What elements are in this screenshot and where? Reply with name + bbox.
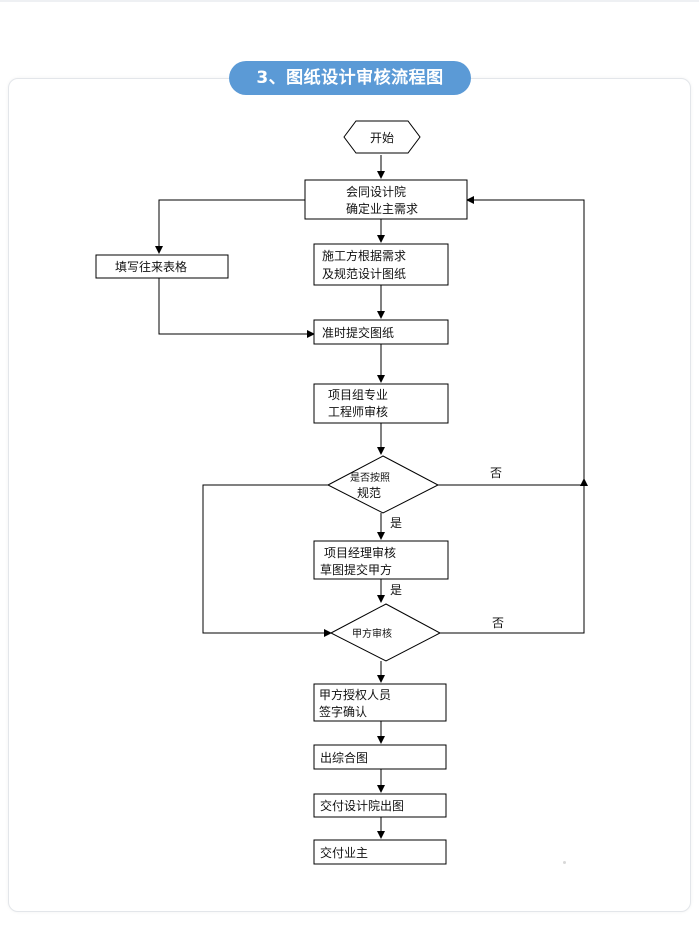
node-label: 填写往来表格 [115, 259, 187, 274]
node-label: 交付设计院出图 [320, 798, 404, 813]
node-label: 是否按照 [350, 471, 390, 484]
process-box [313, 793, 447, 818]
process-box [313, 243, 449, 286]
node-label: 及规范设计图纸 [322, 266, 406, 281]
decision-node [329, 603, 442, 662]
branch-label: 是 [390, 516, 402, 530]
process-box [304, 179, 468, 220]
decision-node [326, 455, 440, 514]
process-box [313, 383, 449, 424]
stray-dot [563, 861, 566, 864]
connector [440, 478, 588, 634]
process-box [313, 839, 447, 865]
process-box [313, 744, 447, 770]
branch-label: 否 [492, 616, 504, 630]
branch-label: 是 [390, 583, 402, 597]
top-divider [0, 0, 699, 2]
node-label: 项目经理审核 [324, 545, 396, 560]
node-label: 开始 [370, 131, 394, 145]
node-label: 项目组专业 [328, 387, 388, 402]
node-label: 规范 [357, 485, 381, 500]
connector [158, 278, 315, 338]
process-box [95, 254, 229, 279]
connector [438, 196, 585, 486]
branch-label: 否 [490, 466, 502, 480]
process-box [313, 683, 447, 722]
node-label: 工程师审核 [328, 404, 388, 419]
node-label: 施工方根据需求 [322, 248, 406, 263]
process-box [313, 319, 449, 345]
node-label: 甲方审核 [352, 627, 392, 640]
connector [155, 199, 305, 254]
start-node [343, 120, 421, 154]
node-label: 会同设计院 [346, 185, 406, 199]
node-label: 确定业主需求 [346, 201, 418, 216]
node-label: 草图提交甲方 [320, 562, 392, 577]
process-box [313, 540, 449, 580]
node-label: 准时提交图纸 [322, 325, 394, 340]
node-label: 甲方授权人员 [319, 687, 391, 702]
node-label: 出综合图 [320, 750, 368, 765]
node-label: 签字确认 [319, 704, 367, 719]
section-title: 3、图纸设计审核流程图 [229, 61, 471, 95]
node-label: 交付业主 [320, 845, 368, 860]
connector [202, 484, 332, 637]
